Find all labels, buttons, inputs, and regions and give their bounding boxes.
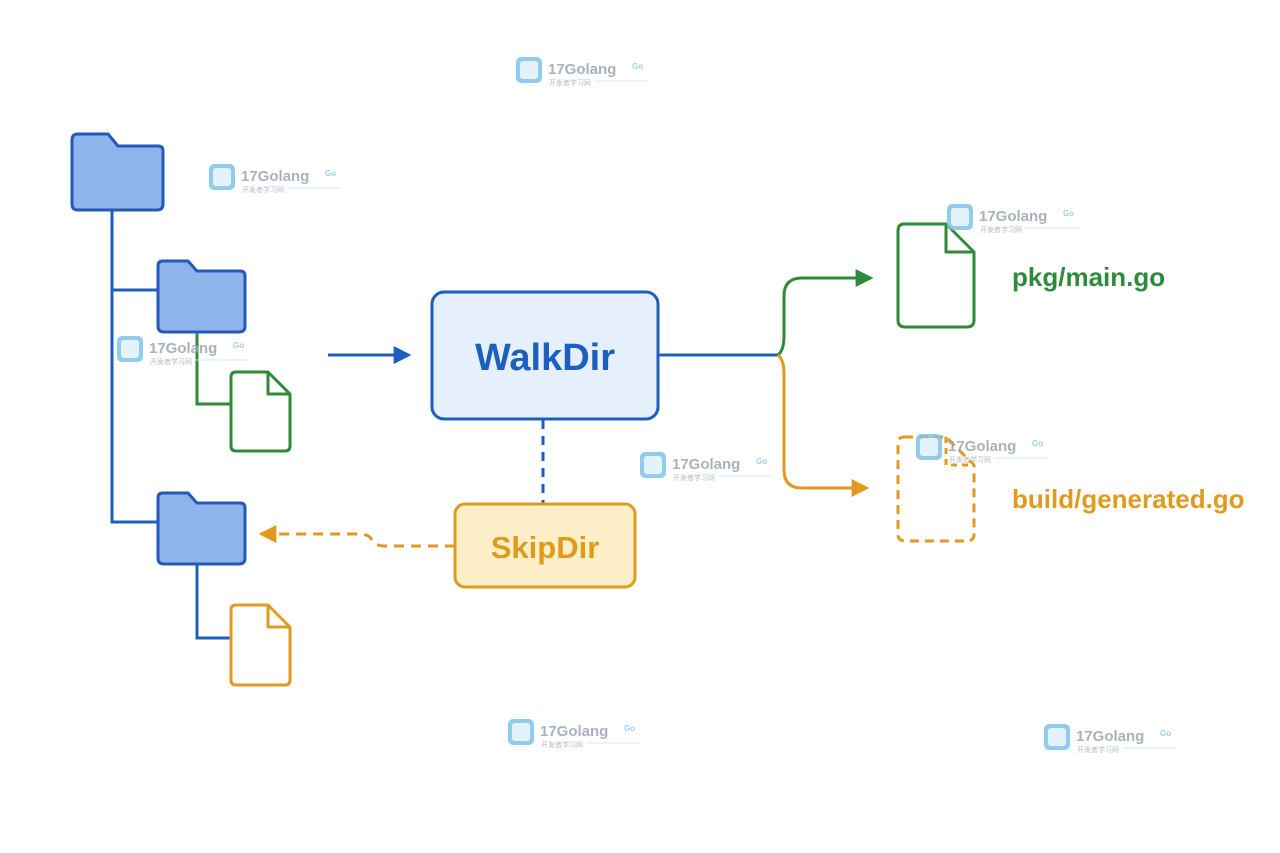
directory-tree bbox=[70, 132, 292, 687]
watermark-title: 17Golang bbox=[1076, 728, 1144, 745]
watermark-badge: 17Golang Go 开发者学习网 bbox=[640, 452, 772, 482]
watermark-badge: 17Golang Go 开发者学习网 bbox=[516, 57, 648, 87]
watermark-title: 17Golang bbox=[948, 438, 1016, 455]
included-file-label: pkg/main.go bbox=[1012, 262, 1165, 292]
pkg-file-icon bbox=[229, 370, 292, 453]
root-folder-icon bbox=[70, 132, 165, 212]
watermark-logo-inner bbox=[1048, 728, 1066, 746]
watermark-badge: 17Golang Go 开发者学习网 bbox=[1044, 724, 1176, 754]
watermark-title: 17Golang bbox=[540, 723, 608, 740]
watermark-logo-inner bbox=[920, 438, 938, 456]
walkdir-label: WalkDir bbox=[475, 337, 615, 379]
watermark-badge: 17Golang Go 开发者学习网 bbox=[916, 434, 1048, 464]
watermark-badge: 17Golang Go 开发者学习网 bbox=[947, 204, 1079, 234]
watermark-logo-inner bbox=[213, 168, 231, 186]
included-branch-arrow bbox=[776, 269, 874, 357]
watermark-logo-inner bbox=[121, 340, 139, 358]
watermark-badge-go: Go bbox=[325, 169, 336, 178]
included-file-icon bbox=[896, 222, 976, 329]
walkdir-node: WalkDir bbox=[430, 290, 660, 421]
watermark-logo-inner bbox=[951, 208, 969, 226]
watermark-badge: 17Golang Go 开发者学习网 bbox=[508, 719, 640, 749]
watermark-title: 17Golang bbox=[548, 61, 616, 78]
watermark-subtitle: 开发者学习网 bbox=[242, 185, 284, 194]
watermark-badge-go: Go bbox=[624, 724, 635, 733]
watermark-title: 17Golang bbox=[672, 456, 740, 473]
skipped-file-icon bbox=[896, 435, 976, 543]
watermark-title: 17Golang bbox=[979, 208, 1047, 225]
watermark-badge-go: Go bbox=[756, 457, 767, 466]
skipdir-node: SkipDir bbox=[453, 502, 637, 589]
watermark-title: 17Golang bbox=[149, 340, 217, 357]
watermark-badge-go: Go bbox=[1063, 209, 1074, 218]
tree-trunk-line bbox=[110, 210, 158, 524]
watermark-subtitle: 开发者学习网 bbox=[549, 78, 591, 87]
watermark-badge: 17Golang Go 开发者学习网 bbox=[117, 336, 249, 366]
watermark-subtitle: 开发者学习网 bbox=[150, 357, 192, 366]
watermark-badge-go: Go bbox=[233, 341, 244, 350]
watermark-subtitle: 开发者学习网 bbox=[980, 225, 1022, 234]
watermark-logo-inner bbox=[512, 723, 530, 741]
watermark-subtitle: 开发者学习网 bbox=[949, 455, 991, 464]
build-folder-icon bbox=[156, 491, 247, 566]
tree-branch-line-build-file bbox=[195, 564, 232, 640]
watermark-subtitle: 开发者学习网 bbox=[1077, 745, 1119, 754]
build-file-icon bbox=[229, 603, 292, 687]
watermark-badge-go: Go bbox=[1160, 729, 1171, 738]
watermark-subtitle: 开发者学习网 bbox=[541, 740, 583, 749]
skipped-file-label: build/generated.go bbox=[1012, 484, 1245, 514]
skipped-branch-arrow bbox=[776, 353, 870, 497]
skipdir-arrow bbox=[258, 525, 455, 548]
tree-branch-line-pkg-file bbox=[195, 332, 232, 406]
watermark-badge: 17Golang Go 开发者学习网 bbox=[209, 164, 341, 194]
watermark-badge-go: Go bbox=[1032, 439, 1043, 448]
watermark-subtitle: 开发者学习网 bbox=[673, 473, 715, 482]
watermark-badge-go: Go bbox=[632, 62, 643, 71]
watermark-logo-inner bbox=[520, 61, 538, 79]
watermark-title: 17Golang bbox=[241, 168, 309, 185]
skipdir-label: SkipDir bbox=[491, 530, 600, 565]
watermark-logo-inner bbox=[644, 456, 662, 474]
pkg-folder-icon bbox=[156, 259, 247, 334]
